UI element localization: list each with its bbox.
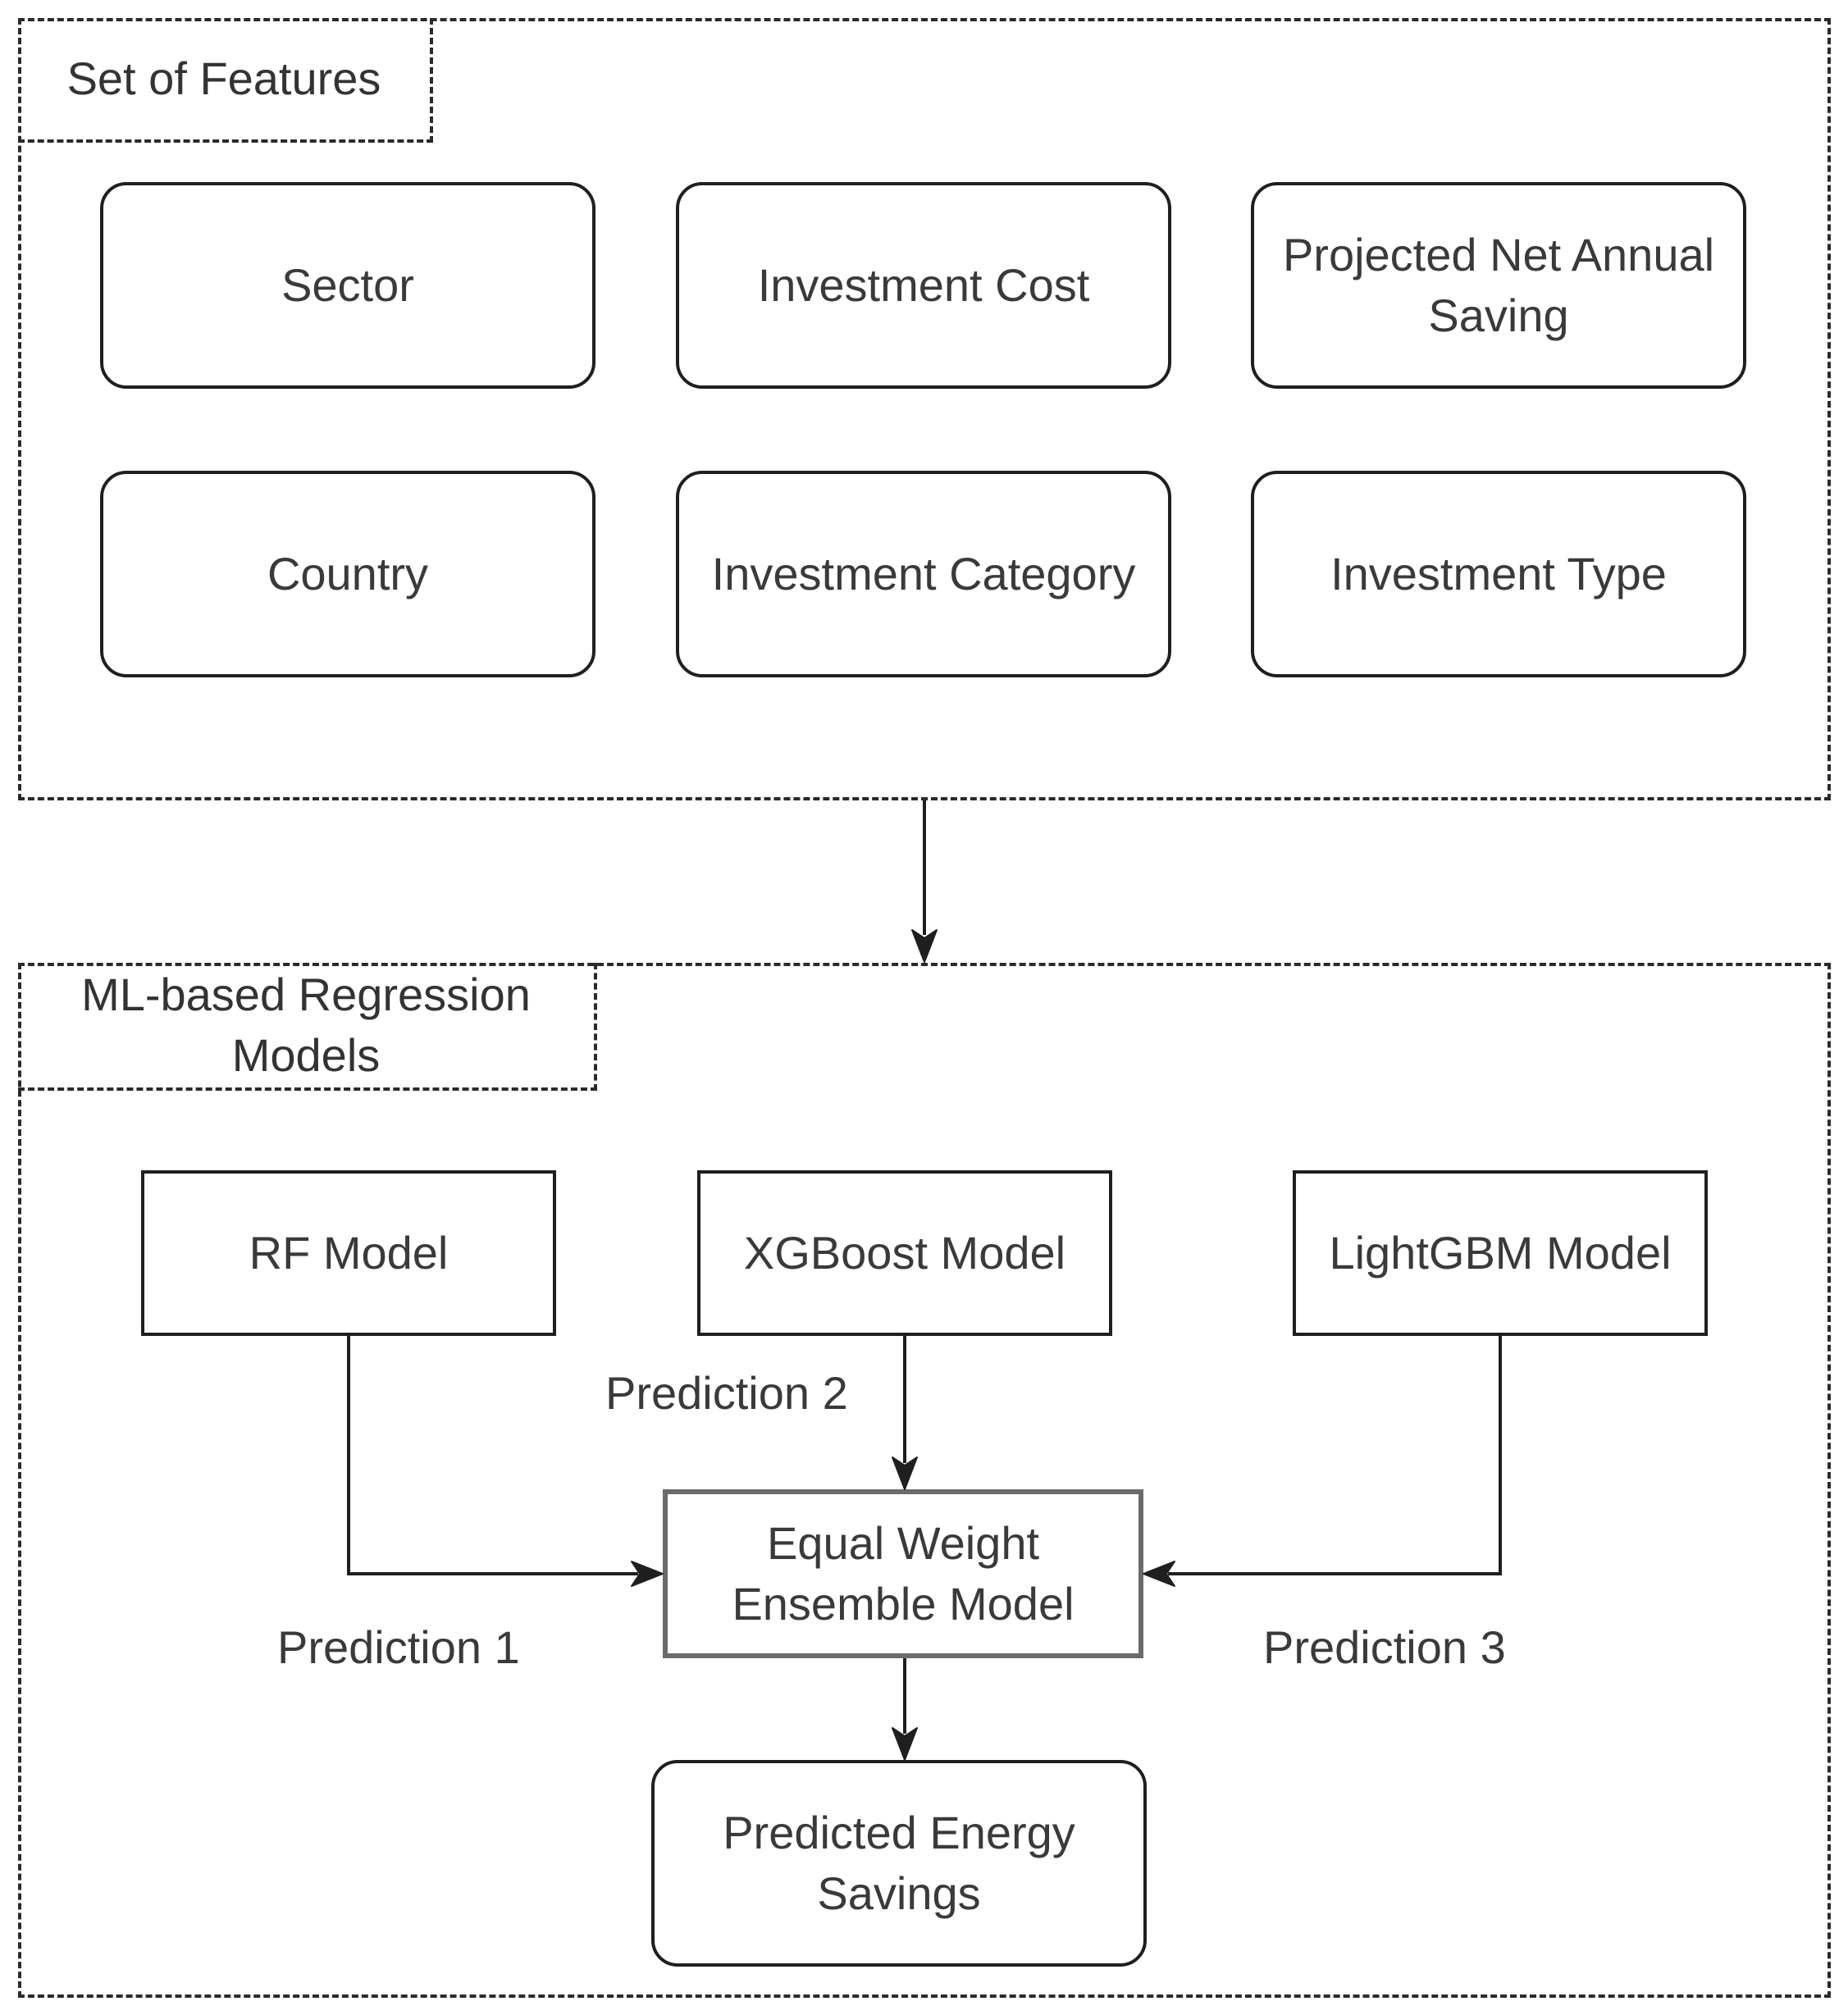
feature-investment-category: Investment Category xyxy=(676,471,1171,677)
arrowhead-rf-to-ensemble xyxy=(631,1561,664,1587)
features-group-title: Set of Features xyxy=(66,52,381,104)
feature-investment-category-label: Investment Category xyxy=(711,548,1136,599)
ensemble-model-box: Equal Weight Ensemble Model xyxy=(663,1489,1143,1658)
feature-country-label: Country xyxy=(267,548,429,599)
features-group-label: Set of Features xyxy=(18,18,433,143)
xgboost-model-label: XGBoost Model xyxy=(743,1227,1066,1279)
arrow-lightgbm-to-ensemble xyxy=(1168,1336,1502,1575)
prediction-2-label: Prediction 2 xyxy=(605,1367,848,1419)
prediction-3-label: Prediction 3 xyxy=(1263,1621,1506,1673)
feature-investment-cost-label: Investment Cost xyxy=(757,259,1090,311)
feature-projected-net-annual-saving: Projected Net Annual Saving xyxy=(1251,182,1746,389)
lightgbm-model-label: LightGBM Model xyxy=(1329,1227,1672,1279)
predicted-energy-savings-box: Predicted Energy Savings xyxy=(651,1760,1147,1967)
feature-investment-type-label: Investment Type xyxy=(1330,548,1667,599)
feature-country: Country xyxy=(100,471,595,677)
arrowhead-lightgbm-to-ensemble xyxy=(1143,1561,1175,1587)
feature-investment-cost: Investment Cost xyxy=(676,182,1171,389)
arrowhead-xgboost-to-ensemble xyxy=(892,1457,918,1490)
xgboost-model-box: XGBoost Model xyxy=(697,1170,1112,1336)
arrow-rf-to-ensemble xyxy=(347,1336,638,1575)
predicted-energy-savings-label: Predicted Energy Savings xyxy=(723,1807,1075,1919)
feature-sector: Sector xyxy=(100,182,595,389)
rf-model-box: RF Model xyxy=(141,1170,556,1336)
feature-sector-label: Sector xyxy=(281,259,414,311)
models-group-label: ML-based Regression Models xyxy=(18,963,597,1091)
lightgbm-model-box: LightGBM Model xyxy=(1293,1170,1708,1336)
ensemble-model-label: Equal Weight Ensemble Model xyxy=(732,1517,1075,1630)
feature-projected-net-annual-saving-label: Projected Net Annual Saving xyxy=(1282,229,1715,341)
arrowhead-ensemble-to-output xyxy=(892,1727,918,1761)
arrowhead-features-to-models xyxy=(911,929,938,963)
feature-investment-type: Investment Type xyxy=(1251,471,1746,677)
features-group xyxy=(18,18,1831,800)
models-group xyxy=(18,963,1831,1998)
prediction-1-label: Prediction 1 xyxy=(277,1621,520,1673)
models-group-title: ML-based Regression Models xyxy=(81,969,531,1081)
rf-model-label: RF Model xyxy=(249,1227,449,1279)
